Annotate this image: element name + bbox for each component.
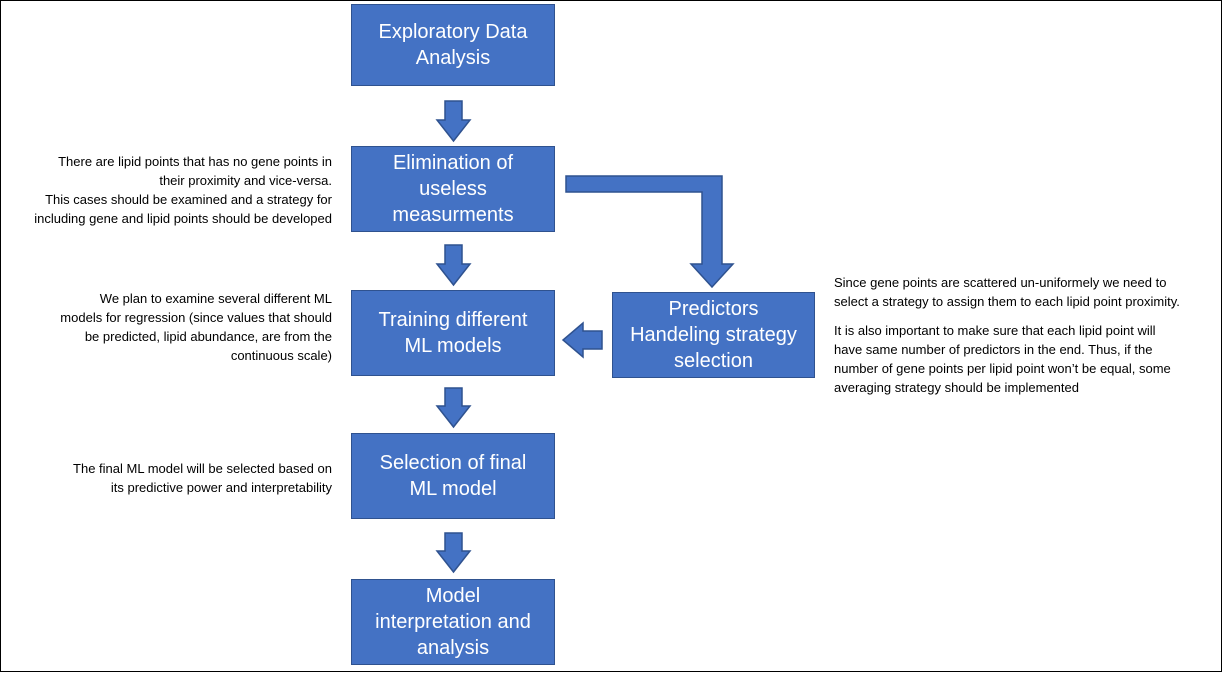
step-predictors-strategy: Predictors Handeling strategy selection [612, 292, 815, 378]
note-training: We plan to examine several different ML … [60, 291, 332, 363]
step-training-models: Training different ML models [351, 290, 555, 376]
step-final-model-selection: Selection of final ML model [351, 433, 555, 519]
note-predictors-averaging: It is also important to make sure that e… [834, 323, 1171, 395]
arrow-elimination-to-predictors [565, 175, 735, 289]
arrow-elimination-to-training [435, 244, 472, 287]
step-model-interpretation: Model interpretation and analysis [351, 579, 555, 665]
arrow-selection-to-interpretation [435, 532, 472, 574]
arrow-predictors-to-training [561, 321, 603, 359]
note-elimination: There are lipid points that has no gene … [34, 154, 332, 226]
arrow-eda-to-elimination [435, 100, 472, 143]
arrow-training-to-selection [435, 387, 472, 429]
step-exploratory-data-analysis: Exploratory Data Analysis [351, 4, 555, 86]
note-predictors-assignment: Since gene points are scattered un-unifo… [834, 275, 1180, 309]
note-final-selection: The final ML model will be selected base… [73, 461, 332, 495]
step-elimination: Elimination of useless measurments [351, 146, 555, 232]
